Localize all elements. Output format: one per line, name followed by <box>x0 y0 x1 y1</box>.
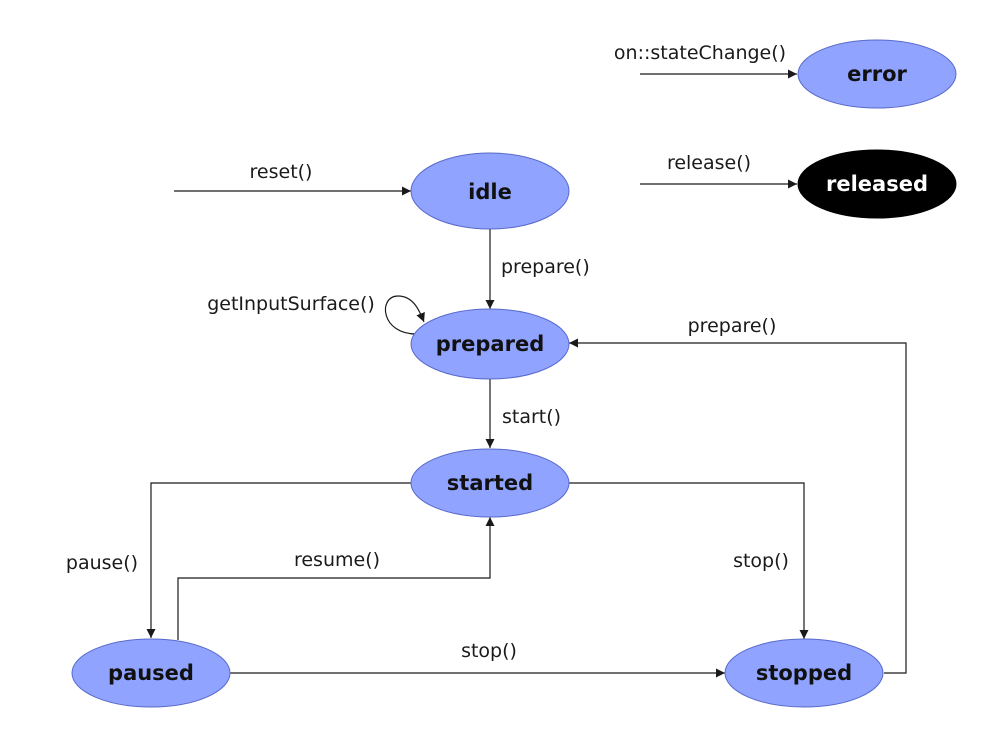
edge-paused-to-started <box>177 517 495 640</box>
edge-started-to-stopped <box>569 482 809 639</box>
label-stop-from-paused: stop() <box>461 640 517 662</box>
edge-started-to-paused <box>146 482 411 638</box>
edge-get-input-surface-loop <box>384 295 425 335</box>
state-paused: paused <box>71 638 231 708</box>
state-released-label: released <box>826 172 928 196</box>
label-release: release() <box>667 152 751 174</box>
edges <box>146 69 907 678</box>
state-prepared: prepared <box>410 308 570 380</box>
state-paused-shape <box>71 638 231 708</box>
state-idle-label: idle <box>468 180 512 204</box>
label-resume: resume() <box>294 549 380 571</box>
state-paused-label: paused <box>108 661 194 685</box>
state-error: error <box>797 39 957 109</box>
state-stopped: stopped <box>724 638 884 708</box>
state-released: released <box>797 149 957 219</box>
edge-stopped-to-prepared <box>569 338 907 674</box>
state-error-shape <box>797 39 957 109</box>
state-idle: idle <box>410 152 570 230</box>
label-pause: pause() <box>66 552 138 574</box>
edge-labels: on::stateChange() release() reset() prep… <box>66 42 789 662</box>
label-start: start() <box>502 406 561 428</box>
states: error released idle prepared started pau… <box>71 39 957 708</box>
state-started-label: started <box>447 471 533 495</box>
state-released-shape <box>797 149 957 219</box>
label-reset: reset() <box>250 161 313 183</box>
state-stopped-label: stopped <box>756 661 852 685</box>
state-error-label: error <box>847 62 907 86</box>
state-stopped-shape <box>724 638 884 708</box>
label-prepare-from-stopped: prepare() <box>688 315 777 337</box>
state-started-shape <box>410 448 570 518</box>
state-prepared-shape <box>410 308 570 380</box>
label-state-change: on::stateChange() <box>614 42 786 64</box>
label-get-input-surface: getInputSurface() <box>207 293 375 315</box>
label-prepare-from-idle: prepare() <box>501 256 590 278</box>
label-stop-from-started: stop() <box>733 550 789 572</box>
state-started: started <box>410 448 570 518</box>
state-idle-shape <box>410 152 570 230</box>
state-prepared-label: prepared <box>436 332 544 356</box>
